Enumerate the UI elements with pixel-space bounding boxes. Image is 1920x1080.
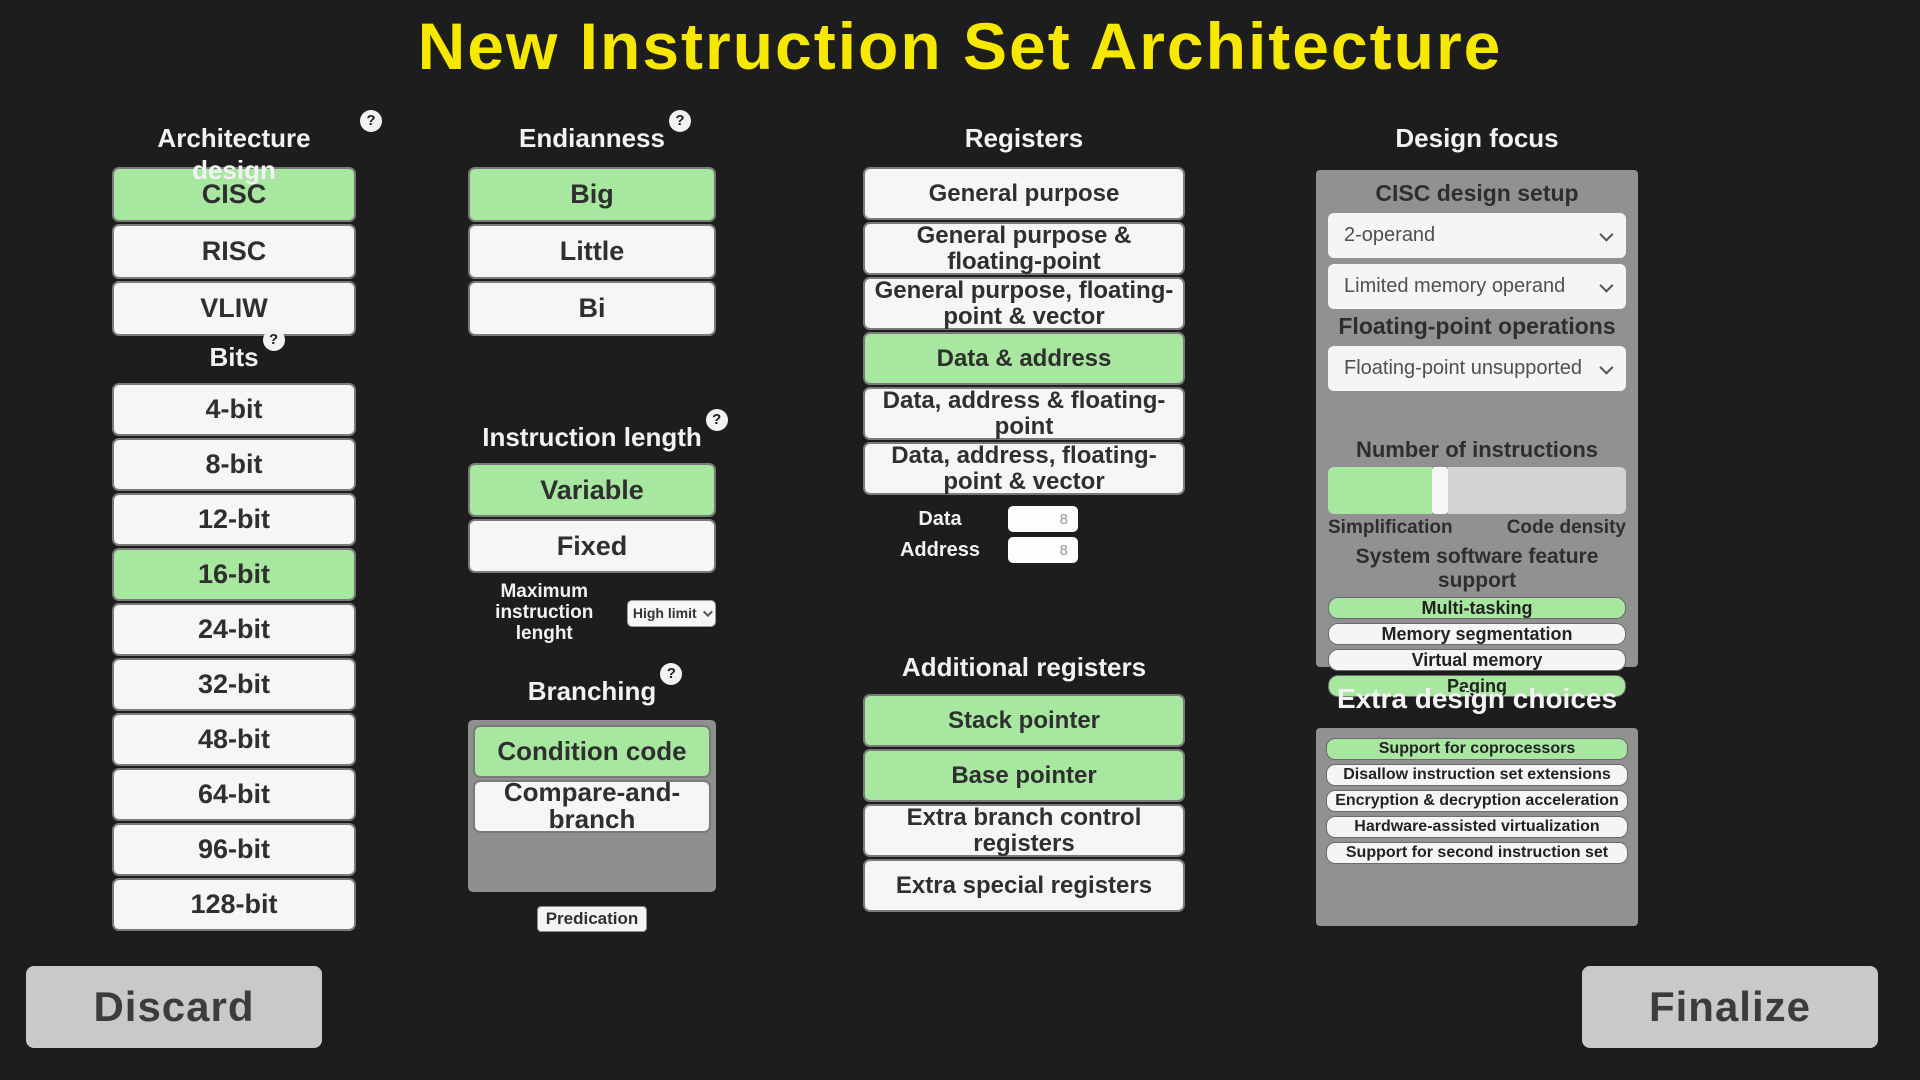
branching-header: Branching ? [468, 662, 716, 707]
memory-operand-select[interactable]: Limited memory operand [1328, 264, 1626, 309]
floating-point-select[interactable]: Floating-point unsupported [1328, 346, 1626, 391]
page-title: New Instruction Set Architecture [417, 9, 1503, 83]
option-disallow-extensions[interactable]: Disallow instruction set extensions [1326, 764, 1628, 786]
cisc-design-setup-label: CISC design setup [1375, 180, 1579, 206]
option-24bit[interactable]: 24-bit [112, 603, 356, 656]
max-instruction-length-row: Maximum instruction lenght High limit [468, 581, 716, 645]
option-bi-endian[interactable]: Bi [468, 281, 716, 336]
number-of-instructions-label: Number of instructions [1355, 437, 1598, 462]
chevron-down-icon [1599, 278, 1614, 293]
chevron-down-icon [1599, 227, 1614, 242]
max-instruction-length-label: Maximum instruction lenght [495, 581, 594, 644]
instruction-length-header: Instruction length ? [468, 409, 728, 453]
option-paging[interactable]: Paging [1328, 675, 1626, 697]
column-registers: Registers General purpose General purpos… [863, 108, 1185, 912]
data-registers-input[interactable] [1008, 506, 1078, 532]
option-risc[interactable]: RISC [112, 224, 356, 279]
option-memory-segmentation[interactable]: Memory segmentation [1328, 623, 1626, 645]
code-density-label: Code density [1506, 517, 1626, 538]
option-encryption-acceleration[interactable]: Encryption & decryption acceleration [1326, 790, 1628, 812]
column-architecture: Architecture design ? CISC RISC VLIW Bit… [112, 108, 382, 931]
option-gp-fp-vector[interactable]: General purpose, floating-point & vector [863, 277, 1185, 330]
help-icon[interactable]: ? [705, 409, 728, 431]
spacer [1328, 391, 1626, 437]
option-base-pointer[interactable]: Base pointer [863, 749, 1185, 802]
bits-options: 4-bit 8-bit 12-bit 16-bit 24-bit 32-bit … [112, 383, 356, 931]
option-4bit[interactable]: 4-bit [112, 383, 356, 436]
help-icon[interactable]: ? [660, 662, 683, 685]
option-big-endian[interactable]: Big [468, 167, 716, 222]
data-registers-label: Data [918, 507, 962, 530]
option-8bit[interactable]: 8-bit [112, 438, 356, 491]
address-registers-input[interactable] [1008, 537, 1078, 563]
architecture-design-header: Architecture design ? [112, 110, 382, 185]
option-general-purpose[interactable]: General purpose [863, 167, 1185, 220]
option-gp-fp[interactable]: General purpose & floating-point [863, 222, 1185, 275]
design-focus-header: Design focus [1395, 123, 1559, 153]
option-16bit[interactable]: 16-bit [112, 548, 356, 601]
column-design-focus: Design focus CISC design setup 2-operand… [1316, 108, 1638, 926]
extra-design-choices-header: Extra design choices [1336, 683, 1618, 714]
option-fixed-length[interactable]: Fixed [468, 519, 716, 573]
additional-registers-options: Stack pointer Base pointer Extra branch … [863, 694, 1185, 912]
simplification-label: Simplification [1328, 517, 1453, 538]
registers-options: General purpose General purpose & floati… [863, 167, 1185, 495]
option-compare-and-branch[interactable]: Compare-and-branch [473, 778, 711, 833]
architecture-design-options: CISC RISC VLIW [112, 167, 356, 336]
help-icon[interactable]: ? [262, 329, 285, 351]
option-96bit[interactable]: 96-bit [112, 823, 356, 876]
option-hw-virtualization[interactable]: Hardware-assisted virtualization [1326, 816, 1628, 838]
instructions-slider[interactable] [1328, 467, 1626, 514]
address-registers-row: Address [863, 537, 1185, 563]
endianness-options: Big Little Bi [468, 167, 716, 336]
option-128bit[interactable]: 128-bit [112, 878, 356, 931]
system-software-label: System software feature support [1355, 545, 1599, 592]
option-48bit[interactable]: 48-bit [112, 713, 356, 766]
option-second-instruction-set[interactable]: Support for second instruction set [1326, 842, 1628, 864]
option-32bit[interactable]: 32-bit [112, 658, 356, 711]
discard-button[interactable]: Discard [26, 966, 322, 1048]
operand-select[interactable]: 2-operand [1328, 213, 1626, 258]
option-variable-length[interactable]: Variable [468, 463, 716, 517]
instruction-length-options: Variable Fixed [468, 463, 716, 573]
slider-track[interactable] [1448, 467, 1626, 514]
help-icon[interactable]: ? [668, 110, 691, 132]
option-little-endian[interactable]: Little [468, 224, 716, 279]
branching-options: Condition code Compare-and-branch [468, 719, 716, 892]
option-64bit[interactable]: 64-bit [112, 768, 356, 821]
predication-row: Predication [468, 905, 716, 932]
option-extra-branch-control[interactable]: Extra branch control registers [863, 804, 1185, 857]
extra-design-panel: Support for coprocessors Disallow instru… [1316, 728, 1638, 926]
option-data-address-fp-vector[interactable]: Data, address, floating-point & vector [863, 442, 1185, 495]
option-coprocessors[interactable]: Support for coprocessors [1326, 738, 1628, 760]
address-registers-label: Address [899, 538, 981, 561]
help-icon[interactable]: ? [360, 110, 382, 132]
slider-fill [1328, 467, 1433, 514]
endianness-header: Endianness ? [468, 110, 716, 154]
predication-button[interactable]: Predication [536, 905, 648, 932]
floating-point-operations-label: Floating-point operations [1338, 313, 1616, 339]
option-condition-code[interactable]: Condition code [473, 724, 711, 778]
design-focus-panel: CISC design setup 2-operand Limited memo… [1316, 170, 1638, 697]
bits-header: Bits ? [112, 329, 356, 373]
finalize-button[interactable]: Finalize [1582, 966, 1878, 1048]
chevron-down-icon [1599, 360, 1614, 375]
slider-labels: Simplification Code density [1328, 517, 1626, 539]
max-instruction-length-select[interactable]: High limit [626, 599, 716, 627]
additional-registers-header: Additional registers [901, 652, 1147, 682]
option-stack-pointer[interactable]: Stack pointer [863, 694, 1185, 747]
option-virtual-memory[interactable]: Virtual memory [1328, 649, 1626, 671]
slider-thumb[interactable] [1432, 467, 1449, 514]
option-data-address[interactable]: Data & address [863, 332, 1185, 385]
option-cisc[interactable]: CISC [112, 167, 356, 222]
data-registers-row: Data [863, 506, 1185, 532]
option-extra-special[interactable]: Extra special registers [863, 859, 1185, 912]
option-12bit[interactable]: 12-bit [112, 493, 356, 546]
registers-header: Registers [964, 123, 1084, 153]
chevron-down-icon [702, 606, 713, 617]
option-vliw[interactable]: VLIW [112, 281, 356, 336]
option-multi-tasking[interactable]: Multi-tasking [1328, 597, 1626, 619]
column-endianness: Endianness ? Big Little Bi Instruction l… [468, 108, 728, 932]
option-data-address-fp[interactable]: Data, address & floating-point [863, 387, 1185, 440]
